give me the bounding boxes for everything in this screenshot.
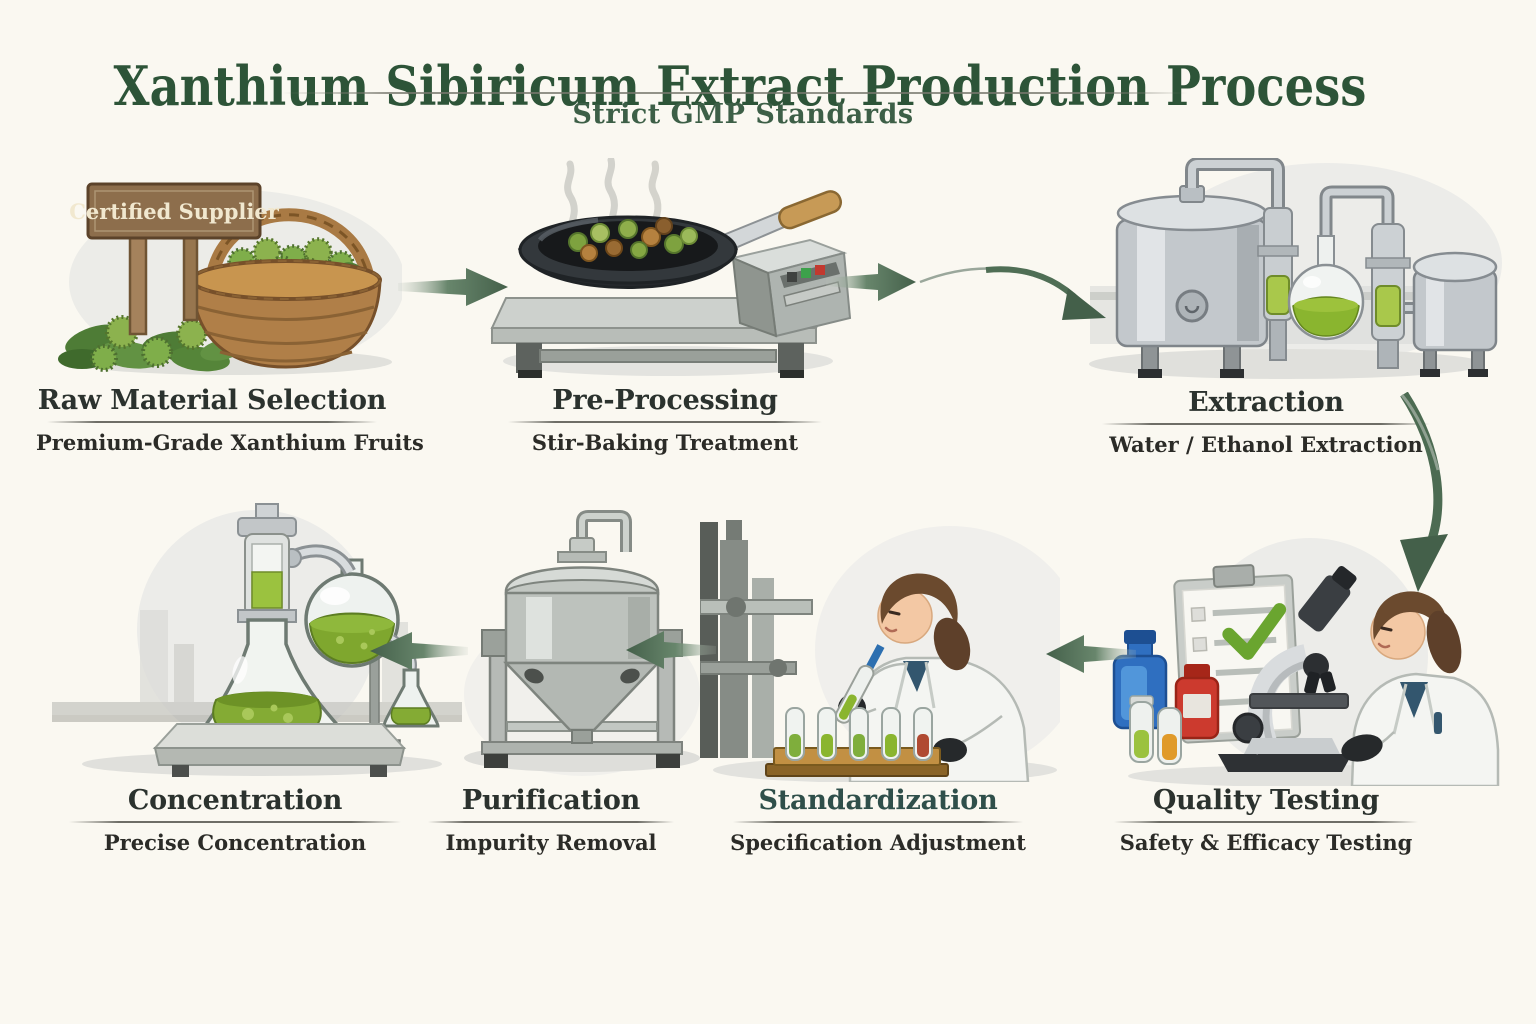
label-divider — [46, 421, 378, 423]
extraction-illustration — [1072, 158, 1502, 383]
condenser-column-2 — [1365, 223, 1411, 369]
quality-testing-illustration — [1100, 536, 1500, 786]
ponytail — [933, 617, 971, 671]
green-check-icon — [1222, 603, 1287, 660]
small-flask — [382, 668, 440, 728]
eyepiece-tube — [1298, 575, 1351, 632]
top-pipe — [557, 510, 632, 563]
stage — [1249, 693, 1349, 709]
label-divider — [427, 821, 675, 823]
step-caption: Water / Ethanol Extraction — [1109, 432, 1423, 457]
step-label-pre-processing: Pre-Processing Stir-Baking Treatment — [498, 385, 832, 455]
arrow-quality-to-standardization-icon — [1044, 632, 1136, 676]
pipes — [1185, 158, 1424, 314]
arrow-curved-to-extraction-icon — [916, 256, 1112, 340]
step-label-raw-material-selection: Raw Material Selection Premium-Grade Xan… — [36, 385, 424, 455]
label-divider — [733, 821, 1023, 823]
xanthium-bush — [58, 315, 244, 372]
step-title: Standardization — [758, 785, 998, 816]
label-divider — [1102, 423, 1430, 425]
condenser-column — [237, 503, 297, 623]
certified-supplier-sign: Certified Supplier — [69, 182, 280, 336]
button-green — [801, 268, 811, 278]
green-flask — [1287, 235, 1365, 341]
title-divider — [282, 92, 1188, 94]
step-label-concentration: Concentration Precise Concentration — [58, 785, 412, 855]
heater-base-plate — [152, 723, 407, 777]
raw-material-illustration: Certified Supplier — [52, 162, 402, 377]
step-title: Raw Material Selection — [37, 385, 387, 416]
reagent-bottles — [1112, 630, 1220, 765]
process-equipment-background — [700, 520, 813, 758]
coat-pen — [1434, 712, 1442, 734]
shirt-collar — [1400, 682, 1428, 718]
step-title: Quality Testing — [1152, 785, 1380, 816]
lab-coat — [1350, 672, 1500, 786]
page-subtitle: Strict GMP Standards — [572, 99, 914, 130]
condenser-column-1 — [1257, 207, 1299, 361]
step-caption: Stir-Baking Treatment — [531, 430, 799, 455]
roasting-fruits — [568, 217, 698, 262]
certified-supplier-sign-label: Certified Supplier — [69, 199, 280, 224]
main-extraction-tank — [1115, 185, 1269, 378]
button-dark — [787, 272, 797, 282]
fruit-basket — [190, 208, 382, 369]
focus-knob — [1232, 712, 1264, 744]
round-flask — [304, 558, 400, 668]
step-title: Pre-Processing — [552, 385, 778, 416]
purification-vessel — [503, 566, 661, 744]
microscope — [1218, 565, 1357, 772]
control-box — [729, 238, 852, 338]
step-label-quality-testing: Quality Testing Safety & Efficacy Testin… — [1104, 785, 1428, 855]
wok-pan — [517, 190, 843, 289]
step-title: Concentration — [127, 785, 343, 816]
label-divider — [508, 421, 822, 423]
step-caption: Specification Adjustment — [730, 830, 1026, 855]
test-tube-rack — [765, 707, 949, 777]
step-label-purification: Purification Impurity Removal — [420, 785, 682, 855]
test-tube-in-hand — [834, 644, 885, 724]
glove-right — [933, 738, 967, 762]
standardization-illustration — [700, 512, 1060, 782]
hair — [1373, 591, 1448, 644]
step-label-extraction: Extraction Water / Ethanol Extraction — [1092, 387, 1440, 457]
step-label-standardization: Standardization Specification Adjustment — [724, 785, 1032, 855]
label-divider — [68, 821, 402, 823]
rack-tubes — [785, 707, 933, 761]
handle-grip — [778, 190, 843, 230]
shirt-collar — [903, 661, 929, 692]
step-caption: Safety & Efficacy Testing — [1119, 830, 1413, 855]
step-caption: Premium-Grade Xanthium Fruits — [36, 430, 424, 455]
glove — [1341, 734, 1383, 762]
scientist — [1350, 591, 1500, 786]
pre-processing-illustration — [478, 158, 858, 378]
step-caption: Precise Concentration — [103, 830, 367, 855]
receiver-tank — [1412, 251, 1498, 377]
arrow-standardization-to-purification-icon — [624, 628, 716, 672]
arrow-purification-to-concentration-icon — [368, 628, 468, 674]
page-title: Xanthium Sibiricum Extract Production Pr… — [113, 54, 1367, 119]
ponytail — [1426, 610, 1462, 674]
arrow-preprocessing-out-icon — [826, 260, 918, 304]
label-divider — [1113, 821, 1419, 823]
eyepiece — [1332, 565, 1357, 590]
step-caption: Impurity Removal — [445, 830, 657, 855]
arrow-raw-to-preprocessing-icon — [398, 264, 510, 310]
button-red — [815, 265, 825, 275]
hair — [880, 573, 958, 628]
arrow-extraction-to-quality-testing-icon — [1386, 392, 1476, 597]
step-title: Purification — [461, 785, 641, 816]
step-title: Extraction — [1188, 387, 1344, 418]
